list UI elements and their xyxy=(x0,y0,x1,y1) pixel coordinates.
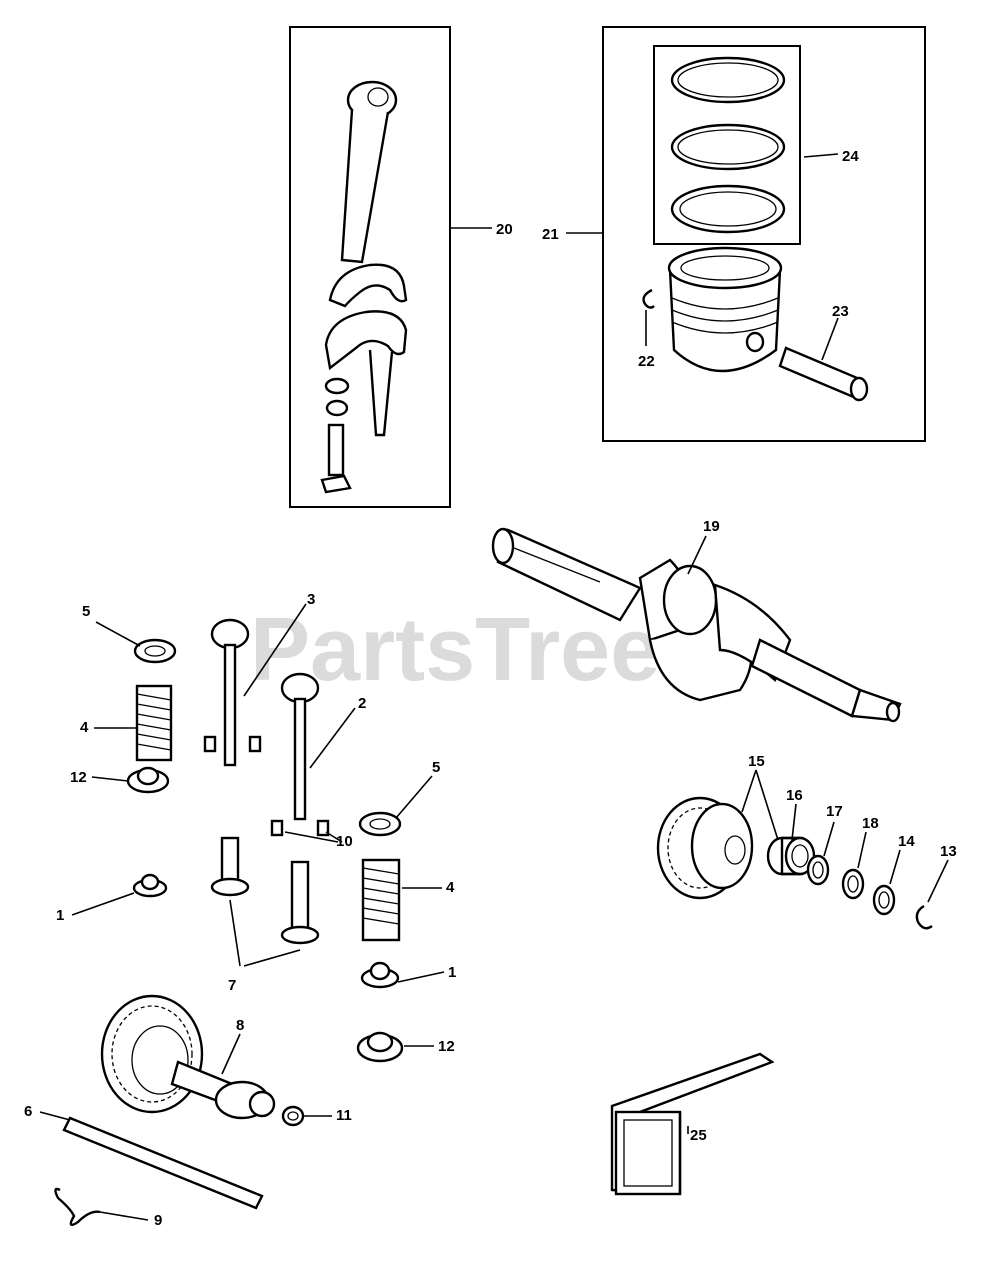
callout-7: 7 xyxy=(228,977,236,994)
callout-8: 8 xyxy=(236,1017,244,1034)
callout-1-left: 1 xyxy=(56,907,64,924)
callout-5-left: 5 xyxy=(82,603,90,620)
balance-gear[interactable] xyxy=(656,796,754,900)
piston-assembly[interactable] xyxy=(602,26,926,442)
callout-1-right: 1 xyxy=(448,964,456,981)
callout-16: 16 xyxy=(786,787,803,804)
callout-5-right: 5 xyxy=(432,759,440,776)
callout-23: 23 xyxy=(832,303,849,320)
valve-keepers[interactable] xyxy=(203,735,330,837)
callout-6: 6 xyxy=(24,1103,32,1120)
callout-21: 21 xyxy=(542,226,559,243)
callout-9: 9 xyxy=(154,1212,162,1229)
callout-22: 22 xyxy=(638,353,655,370)
valve-cap-right[interactable] xyxy=(360,961,400,989)
callout-17: 17 xyxy=(826,803,843,820)
callout-2: 2 xyxy=(358,695,366,712)
camshaft[interactable] xyxy=(100,994,276,1120)
callout-18: 18 xyxy=(862,815,879,832)
spring-retainer-left[interactable] xyxy=(133,638,177,664)
needle-bearing[interactable] xyxy=(766,836,816,876)
valve-spring-right[interactable] xyxy=(361,858,401,942)
valve-exhaust[interactable] xyxy=(210,618,250,767)
valve-spring-left[interactable] xyxy=(135,684,173,762)
callout-19: 19 xyxy=(703,518,720,535)
valve-tappets[interactable] xyxy=(210,836,320,945)
callout-24: 24 xyxy=(842,148,859,165)
spring-seat-left[interactable] xyxy=(126,766,170,794)
spring-seat-right[interactable] xyxy=(356,1031,404,1063)
callout-11: 11 xyxy=(336,1107,352,1124)
crankshaft[interactable] xyxy=(491,527,902,723)
snap-ring-13[interactable] xyxy=(915,904,933,930)
callout-14: 14 xyxy=(898,833,915,850)
callout-15: 15 xyxy=(748,753,765,770)
thrust-washer-17[interactable] xyxy=(806,854,830,886)
connecting-rod-assembly[interactable] xyxy=(289,26,451,508)
callout-4-left: 4 xyxy=(80,719,89,736)
watermark: PartsTree xyxy=(250,600,660,700)
callout-10: 10 xyxy=(336,833,353,850)
callout-25: 25 xyxy=(690,1127,707,1144)
valve-cap-left[interactable] xyxy=(132,873,168,898)
thrust-washer-18[interactable] xyxy=(841,868,865,900)
washer-14[interactable] xyxy=(872,884,896,916)
callout-20: 20 xyxy=(496,221,513,238)
camshaft-pin[interactable] xyxy=(62,1116,264,1210)
callout-13: 13 xyxy=(940,843,957,860)
callout-3: 3 xyxy=(307,591,315,608)
valve-intake[interactable] xyxy=(280,672,320,821)
callout-12-left: 12 xyxy=(70,769,87,786)
callout-12-right: 12 xyxy=(438,1038,455,1055)
callout-4-right: 4 xyxy=(446,879,455,896)
spring-retainer-right[interactable] xyxy=(358,811,402,837)
camshaft-washer[interactable] xyxy=(281,1105,305,1127)
gauge-tool[interactable] xyxy=(610,1052,775,1196)
governor-spring[interactable] xyxy=(54,1187,101,1227)
